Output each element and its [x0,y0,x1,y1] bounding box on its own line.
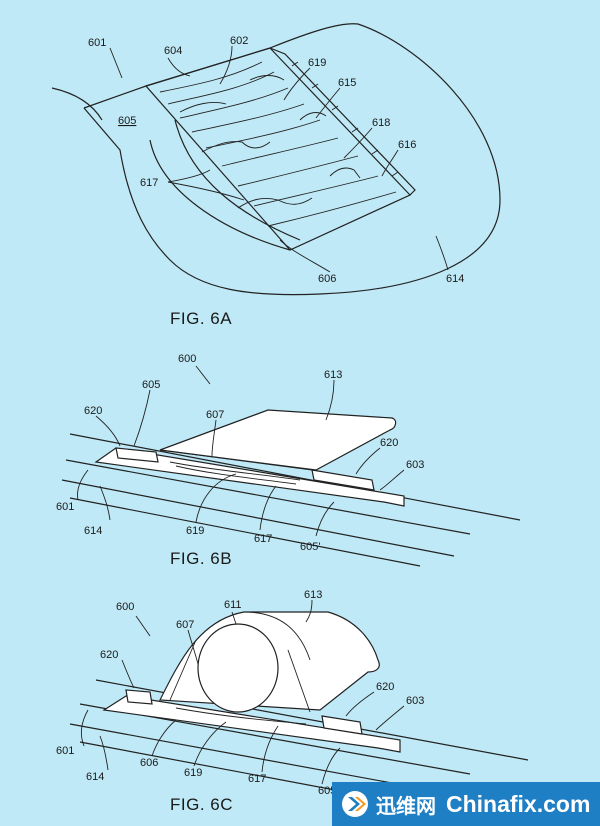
fig-6c: 600 611 613 607 620 620 603 601 606 614 … [56,589,529,814]
watermark-cn-text: 迅维网 [376,793,436,818]
label-616: 616 [398,139,416,151]
label-607: 607 [206,409,224,421]
label-606: 606 [318,273,336,285]
label-619: 619 [186,525,204,537]
label-600: 600 [116,601,134,613]
label-614: 614 [84,525,102,537]
label-601: 601 [56,501,74,513]
label-614: 614 [446,273,464,285]
label-613: 613 [324,369,342,381]
label-605: 605 [118,115,136,127]
label-600: 600 [178,353,196,365]
label-603: 603 [406,695,424,707]
label-620-right: 620 [380,437,398,449]
label-604: 604 [164,45,182,57]
label-619: 619 [308,57,326,69]
label-620-right: 620 [376,681,394,693]
label-611: 611 [224,599,242,611]
label-619: 619 [184,767,202,779]
label-617: 617 [254,533,272,545]
label-605: 605 [318,785,336,797]
caption-fig-6a: FIG. 6A [170,309,232,328]
label-618: 618 [372,117,390,129]
label-617: 617 [140,177,158,189]
label-620-left: 620 [84,405,102,417]
watermark-en-text: Chinafix.com [446,790,591,817]
label-614: 614 [86,771,104,783]
label-620-left: 620 [100,649,118,661]
label-613: 613 [304,589,322,601]
caption-fig-6b: FIG. 6B [170,549,232,568]
label-615: 615 [338,77,356,89]
label-605-prime: 605' [300,541,320,553]
chinafix-watermark: 迅维网 Chinafix.com [332,782,600,826]
chinafix-logo-icon [342,791,368,817]
label-601: 601 [56,745,74,757]
fig-6b: 600 613 605 620 607 620 603 601 614 619 … [56,353,521,568]
label-602: 602 [230,35,248,47]
caption-fig-6c: FIG. 6C [170,795,233,814]
label-601: 601 [88,37,106,49]
label-617: 617 [248,773,266,785]
label-607: 607 [176,619,194,631]
fig-6a: 601 604 602 619 615 605 618 616 617 606 … [51,23,501,328]
label-605: 605 [142,379,160,391]
label-603: 603 [406,459,424,471]
label-606: 606 [140,757,158,769]
